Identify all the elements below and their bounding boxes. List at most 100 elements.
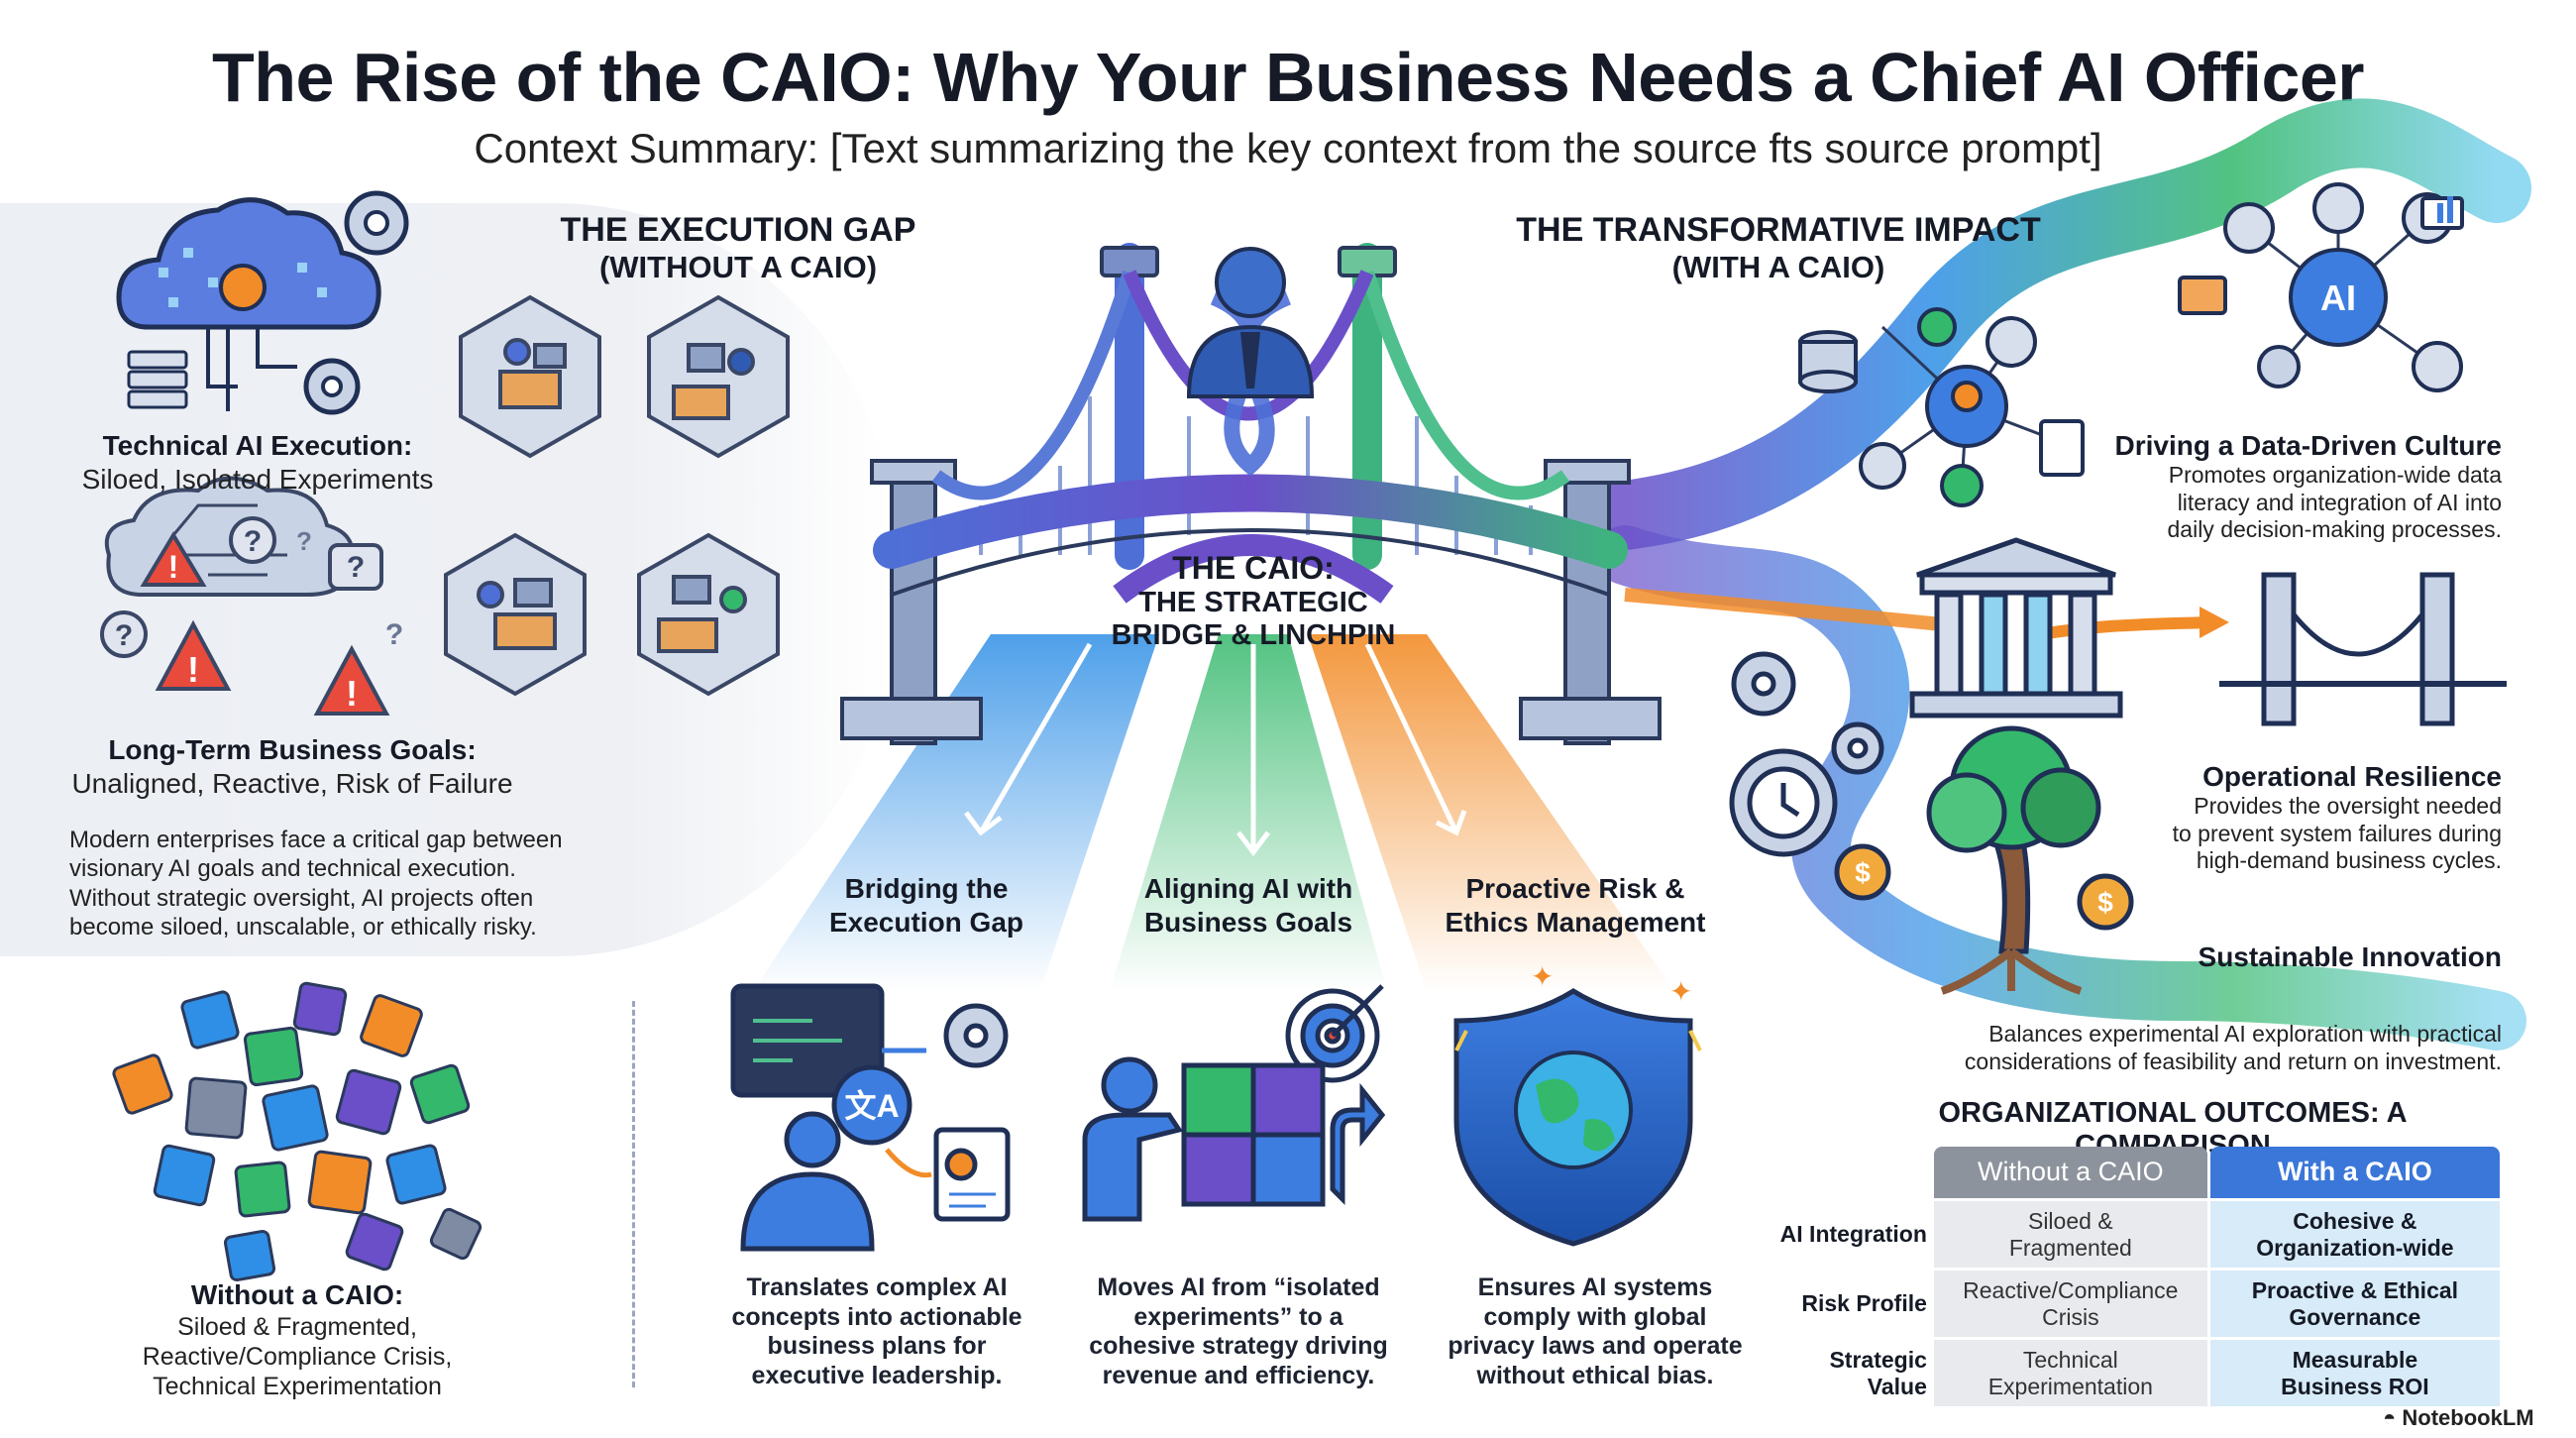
pillar-desc-line: without ethical bias. (1476, 1361, 1714, 1389)
svg-text:?: ? (347, 551, 365, 584)
svg-text:!: ! (168, 549, 179, 585)
pillar-title-line: Business Goals (1143, 906, 1353, 938)
execution-gap-heading: THE EXECUTION GAP (WITHOUT A CAIO) (515, 210, 961, 286)
pillar-desc-line: executive leadership. (751, 1361, 1003, 1389)
notebooklm-logo: ◓ NotebookLM (2383, 1405, 2534, 1431)
bridge-illustration (840, 243, 1662, 745)
culture-desc-line: Promotes organization-wide data (2168, 462, 2502, 488)
beam-green (1110, 634, 1387, 991)
paragraph-line: Without strategic oversight, AI projects… (69, 884, 534, 912)
logo-text: NotebookLM (2402, 1405, 2534, 1430)
comparison-table: Without a CAIO With a CAIO AI Integratio… (1754, 1144, 2503, 1409)
page-title: The Rise of the CAIO: Why Your Business … (211, 39, 2365, 116)
pillar-title-line: Ethics Management (1445, 906, 1706, 938)
pillar-risk-title: Proactive Risk & Ethics Management (1417, 872, 1734, 939)
warning-question-icons: ! ! ! ? ? ? ? ? (100, 476, 403, 716)
alignment-target-icon (1082, 984, 1386, 1222)
table-corner (1757, 1147, 1931, 1198)
cell-line: Reactive/Compliance (1963, 1277, 2179, 1304)
data-driven-culture-title: Driving a Data-Driven Culture (2114, 430, 2502, 461)
innovation-desc-line: considerations of feasibility and return… (1964, 1048, 2502, 1074)
ai-network-icon: AI (1798, 182, 2464, 507)
innovation-desc-line: Balances experimental AI exploration wit… (1988, 1021, 2502, 1047)
cell-line: Proactive & Ethical (2251, 1277, 2459, 1304)
operational-resilience-title: Operational Resilience (2202, 761, 2502, 792)
cell-line: Business ROI (2281, 1373, 2429, 1399)
row-label: AI Integration (1757, 1201, 1931, 1268)
impact-heading-line1: THE TRANSFORMATIVE IMPACT (1516, 211, 2041, 249)
pillar-desc-line: revenue and efficiency. (1102, 1361, 1375, 1389)
svg-text:✦: ✦ (1669, 975, 1692, 1008)
isolated-cubicles-illustration (444, 294, 790, 697)
orange-flow-arrows (1624, 588, 2229, 640)
resilience-desc-line: Provides the oversight needed (2194, 793, 2502, 819)
pillar-desc-line: Translates complex AI (746, 1273, 1008, 1301)
puzzle-pieces-illustration (112, 981, 483, 1282)
svg-text:$: $ (1855, 857, 1871, 888)
paragraph-line: visionary AI goals and technical executi… (69, 855, 516, 883)
notebooklm-logo-icon: ◓ (2383, 1405, 2403, 1430)
without-caio-title: Without a CAIO: (190, 1279, 404, 1310)
caio-label-line2: THE STRATEGIC (1138, 586, 1368, 618)
svg-text:?: ? (244, 525, 262, 558)
long-term-goals-title: Long-Term Business Goals: (108, 734, 477, 765)
paragraph-line: become siloed, unscalable, or ethically … (69, 913, 537, 940)
technical-ai-execution-label: Technical AI Execution: Siloed, Isolated… (50, 429, 466, 496)
column-header-without: Without a CAIO (1933, 1147, 2207, 1198)
cell-line: Technical (2022, 1347, 2118, 1374)
pillar-desc-line: business plans for (767, 1332, 987, 1360)
resilience-building-icon (1909, 537, 2507, 726)
execution-gap-paragraph: Modern enterprises face a critical gap b… (69, 826, 624, 941)
sustainable-innovation-desc: Balances experimental AI exploration wit… (1833, 1021, 2502, 1075)
beam-orange (1308, 634, 1674, 991)
technical-ai-execution-desc: Siloed, Isolated Experiments (81, 463, 434, 495)
sustainable-innovation-title: Sustainable Innovation (2198, 941, 2502, 972)
svg-text:文A: 文A (844, 1088, 899, 1124)
section-divider (632, 1001, 635, 1387)
pillar-desc-line: concepts into actionable (731, 1302, 1022, 1331)
cell-line: Experimentation (1987, 1373, 2153, 1399)
pillar-bridging-desc: Translates complex AI concepts into acti… (718, 1273, 1035, 1390)
pillar-desc-line: experiments” to a (1133, 1302, 1343, 1331)
clock-gear-icon: $ (1729, 651, 1891, 901)
pillar-aligning-desc: Moves AI from “isolated experiments” to … (1070, 1273, 1407, 1390)
cell-line: Governance (2289, 1303, 2421, 1330)
cell-line: Organization-wide (2256, 1234, 2454, 1261)
ai-badge-text: AI (2320, 277, 2356, 318)
svg-text:!: ! (346, 673, 358, 714)
svg-text:?: ? (115, 619, 133, 652)
pillar-desc-line: cohesive strategy driving (1089, 1332, 1388, 1360)
without-caio-line: Siloed & Fragmented, (177, 1312, 417, 1341)
pillar-aligning-title: Aligning AI with Business Goals (1100, 872, 1397, 939)
caio-label-line3: BRIDGE & LINCHPIN (1111, 619, 1396, 652)
pillar-title-line: Aligning AI with (1143, 873, 1353, 904)
cell-line: Fragmented (2008, 1234, 2132, 1261)
pillar-bridging-title: Bridging the Execution Gap (783, 872, 1070, 939)
page-subtitle: Context Summary: [Text summarizing the k… (474, 125, 2102, 171)
operational-resilience-block: Operational Resilience Provides the over… (2081, 761, 2502, 875)
long-term-goals-desc: Unaligned, Reactive, Risk of Failure (71, 767, 513, 799)
culture-desc-line: daily decision-making processes. (2167, 516, 2503, 543)
row-label-line: AI Integration (1779, 1221, 1927, 1248)
innovation-tree-icon: $ (1926, 725, 2134, 995)
cell-line: Crisis (2042, 1303, 2099, 1330)
svg-text:✦: ✦ (1531, 960, 1554, 993)
pillar-desc-line: privacy laws and operate (1448, 1332, 1743, 1360)
resilience-desc-line: to prevent system failures during (2172, 820, 2502, 846)
svg-text:$: $ (2097, 887, 2113, 918)
column-header-with: With a CAIO (2209, 1147, 2500, 1198)
resilience-desc-line: high-demand business cycles. (2196, 847, 2502, 874)
caio-person-icon (1186, 247, 1315, 398)
data-driven-culture-block: Driving a Data-Driven Culture Promotes o… (2041, 430, 2502, 544)
beam-blue (753, 634, 1159, 991)
row-label-line: Value (1867, 1373, 1927, 1399)
impact-heading-line2: (WITH A CAIO) (1671, 250, 1885, 285)
pillar-title-line: Execution Gap (828, 906, 1024, 938)
cell-line: Siloed & (2027, 1208, 2113, 1235)
